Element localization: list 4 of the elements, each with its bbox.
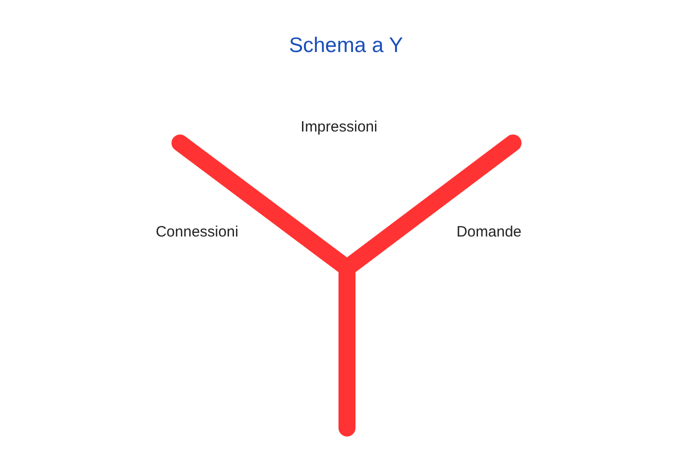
title: Schema a Y	[289, 34, 403, 58]
section-label: Domande	[456, 224, 522, 240]
section-label: Impressioni	[300, 118, 378, 136]
section-label: Connessioni	[156, 224, 238, 240]
